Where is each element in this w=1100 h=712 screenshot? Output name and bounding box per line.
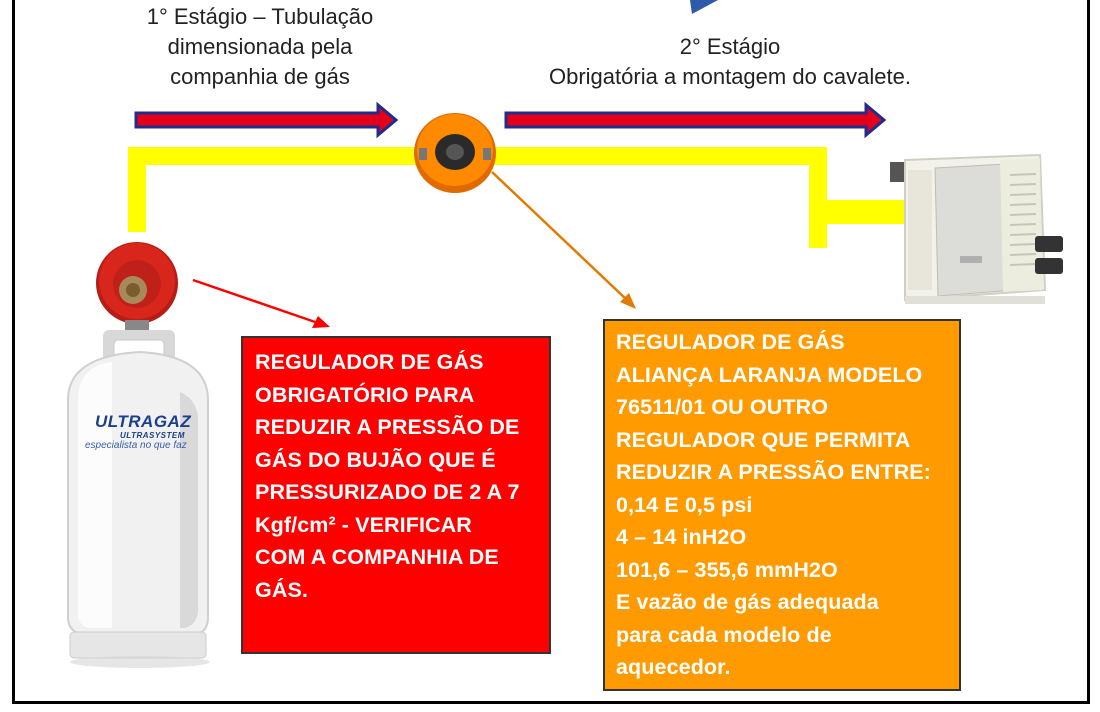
orange-box-line-2: ALIANÇA LARANJA MODELO — [616, 362, 923, 387]
gas-cylinder-image — [67, 330, 210, 668]
orange-box-line-9: E vazão de gás adequada — [616, 590, 879, 614]
red-regulator-icon — [96, 242, 178, 334]
stage1-arrow — [134, 101, 399, 139]
orange-regulator-icon — [414, 113, 496, 193]
stage2-line-1: 2° Estágio — [679, 34, 781, 59]
orange-box-line-1: REGULADOR DE GÁS — [616, 330, 845, 354]
orange-box-line-6: 0,14 E 0,5 psi — [616, 492, 753, 517]
cylinder-brand: ULTRAGAZ — [95, 412, 192, 431]
stage1-line-3: companhia de gás — [170, 64, 350, 89]
orange-box-line-3: 76511/01 OU OUTRO — [616, 395, 829, 419]
orange-box-line-10: para cada modelo de — [616, 622, 832, 647]
orange-pointer-arrow — [491, 171, 636, 309]
orange-box-line-5: REDUZIR A PRESSÃO ENTRE: — [616, 460, 931, 484]
gas-pipe — [128, 147, 912, 248]
cylinder-tagline: especialista no que faz — [85, 440, 187, 451]
stage2-line-2: Obrigatória a montagem do cavalete. — [549, 64, 911, 89]
orange-regulator-info-box: REGULADOR DE GÁS ALIANÇA LARANJA MODELO … — [603, 319, 961, 691]
cylinder-sub-brand: ULTRASYSTEM — [120, 431, 185, 440]
orange-box-line-8: 101,6 – 355,6 mmH2O — [616, 557, 838, 582]
red-box-line-4: GÁS DO BUJÃO QUE É — [255, 447, 496, 472]
red-box-line-5: PRESSURIZADO DE 2 A 7 — [255, 480, 520, 504]
stage1-label: 1° Estágio – Tubulação dimensionada pela… — [110, 2, 410, 92]
red-box-line-7: COM A COMPANHIA DE — [255, 545, 499, 569]
top-blue-mark — [690, 0, 718, 14]
red-pointer-arrow — [192, 278, 330, 328]
orange-box-line-7: 4 – 14 inH2O — [616, 525, 747, 549]
water-heater-image — [890, 153, 1063, 304]
diagram-frame — [12, 0, 1090, 704]
orange-box-line-11: aquecedor. — [616, 655, 731, 679]
red-box-line-6: Kgf/cm² - VERIFICAR — [255, 512, 472, 537]
orange-box-line-4: REGULADOR QUE PERMITA — [616, 427, 911, 452]
stage2-label: 2° Estágio Obrigatória a montagem do cav… — [500, 32, 960, 92]
red-box-line-3: REDUZIR A PRESSÃO DE — [255, 415, 520, 439]
stage1-line-1: 1° Estágio – Tubulação — [146, 4, 374, 29]
red-box-line-8: GÁS. — [255, 577, 308, 602]
red-box-line-2: OBRIGATÓRIO PARA — [255, 382, 475, 407]
stage1-line-2: dimensionada pela — [167, 34, 353, 59]
red-regulator-info-box: REGULADOR DE GÁS OBRIGATÓRIO PARA REDUZI… — [241, 336, 551, 654]
stage2-arrow — [504, 101, 887, 139]
red-box-line-1: REGULADOR DE GÁS — [255, 350, 484, 374]
